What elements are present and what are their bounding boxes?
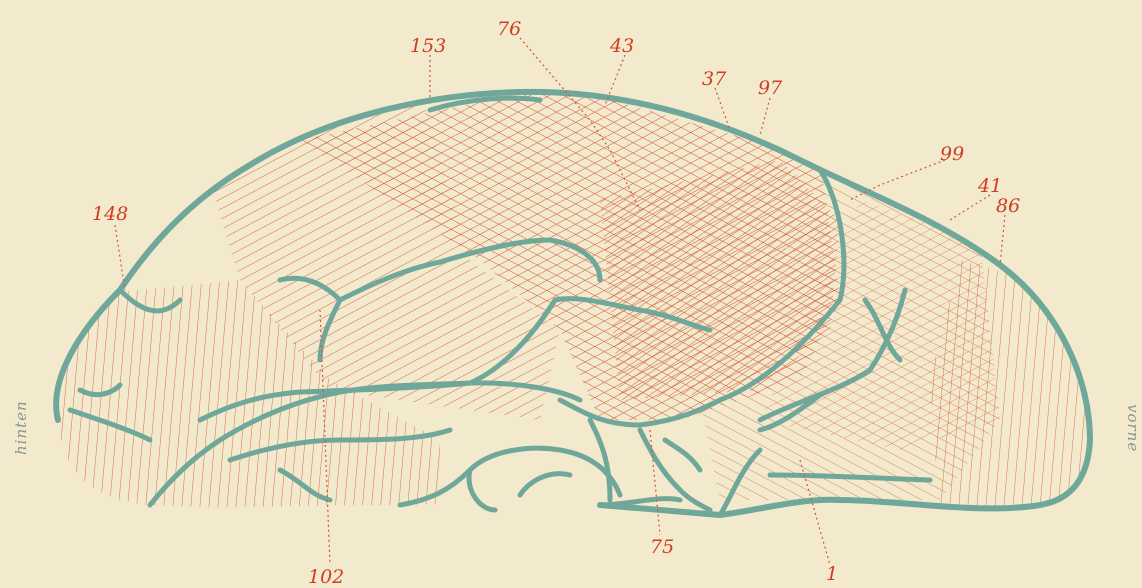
label-97: 97 (758, 77, 783, 99)
label-41: 41 (977, 175, 1002, 197)
label-37: 37 (702, 68, 727, 90)
orientation-back-label: hinten (12, 400, 30, 455)
label-75: 75 (650, 536, 674, 558)
label-86: 86 (996, 195, 1020, 217)
label-148: 148 (92, 203, 128, 225)
label-76: 76 (497, 18, 521, 40)
label-99: 99 (940, 143, 964, 165)
label-102: 102 (308, 566, 344, 588)
label-43: 43 (609, 35, 634, 57)
label-1: 1 (826, 563, 838, 585)
label-153: 153 (410, 35, 446, 57)
orientation-front-label: vorne (1124, 404, 1142, 452)
